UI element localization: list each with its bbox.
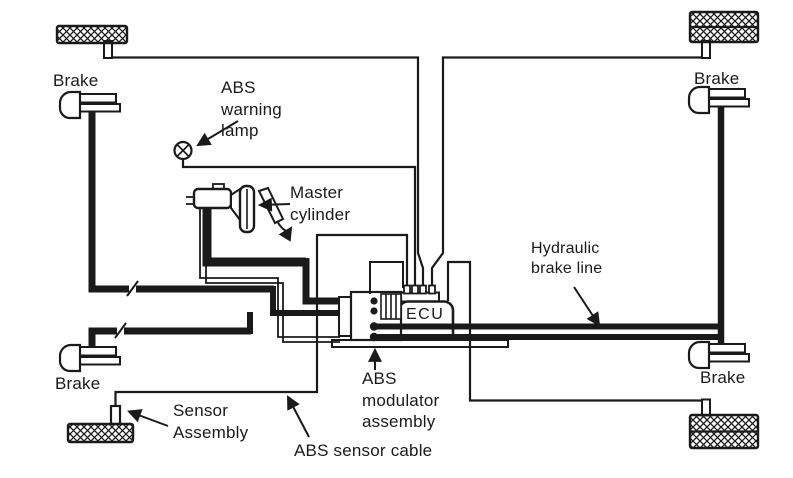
sensor-cable-front-right: [430, 56, 704, 288]
reservoir-hose: [199, 208, 340, 338]
sensor-cable-front-left: [112, 56, 425, 288]
sensor-wires: [112, 56, 704, 407]
wheel-front-right-icon: [688, 10, 760, 44]
label-brake-rear-left: Brake: [55, 374, 101, 393]
wheel-speed-sensor-icon: [109, 404, 122, 426]
line-break-slash-icon: [126, 280, 139, 297]
label-brake-front-right: Brake: [694, 69, 740, 88]
label-brake-front-left: Brake: [53, 71, 99, 90]
label-hydraulic-brake-line: Hydraulic brake line: [531, 240, 603, 277]
label-ecu: ECU: [406, 306, 445, 323]
wheel-rear-right-icon: [688, 413, 760, 450]
reservoir-hose: [205, 208, 340, 343]
modulator-ports: [369, 297, 379, 342]
ecu-connector-pins: [403, 284, 436, 295]
abs-modulator-icon: [331, 290, 509, 348]
brake-caliper-rear-left-icon: [58, 343, 121, 373]
fluid-reservoir: [192, 187, 233, 210]
warning-lamp-wire: [181, 158, 417, 288]
brake-pedal-icon: [257, 186, 293, 242]
warning-lamp-icon: [173, 140, 193, 161]
ecu-assembly: [397, 291, 455, 346]
brake-calipers: [58, 85, 750, 373]
master-cylinder-icon: [186, 183, 340, 343]
warning-lamp-arrow: [196, 120, 239, 147]
brake-caliper-front-right-icon: [687, 85, 750, 115]
label-master-cylinder: Master cylinder: [290, 183, 351, 224]
wheel-hub-stem: [701, 40, 711, 59]
wheel-rear-left-icon: [66, 422, 135, 444]
sensor-cable-arrow: [287, 395, 310, 438]
wheel-hub-stem: [701, 398, 711, 417]
sensor-cable-rear-left: [114, 233, 409, 407]
sensor-cable-rear-right: [446, 260, 703, 402]
leader-arrows: [127, 120, 601, 438]
hydraulic-lines-right: [374, 102, 725, 348]
label-abs-modulator-assembly: ABS modulator assembly: [362, 369, 440, 431]
hydraulic-line-arrow: [573, 286, 601, 327]
line-break-slash-icon: [114, 322, 127, 339]
brake-caliper-rear-right-icon: [687, 340, 750, 370]
label-abs-warning-lamp: ABS warning lamp: [221, 78, 282, 140]
label-sensor-assembly: Sensor Assembly: [173, 401, 249, 442]
label-abs-sensor-cable: ABS sensor cable: [294, 441, 433, 460]
master-cylinder-arrow: [257, 197, 291, 212]
sensor-assembly-arrow: [127, 409, 169, 427]
modulator-fins: [380, 293, 402, 320]
brake-caliper-front-left-icon: [58, 90, 121, 120]
modulator-connector-wire: [369, 261, 404, 294]
wheel-front-left-icon: [55, 24, 129, 45]
line-break-marks: [114, 280, 139, 339]
wheels: [55, 10, 760, 450]
booster-cone: [230, 187, 241, 223]
label-brake-rear-right: Brake: [700, 368, 746, 387]
hydraulic-lines-left: [88, 104, 372, 350]
